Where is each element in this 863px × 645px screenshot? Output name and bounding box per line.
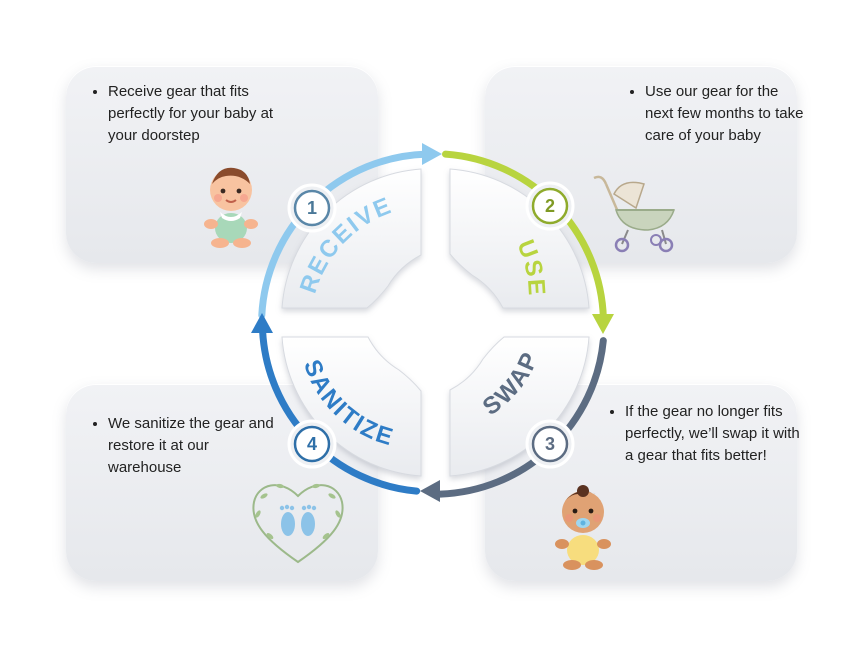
stroller-icon [593, 175, 676, 253]
step-description-use: Use our gear for the next few months to … [645, 81, 805, 147]
segment-use [449, 168, 590, 309]
step-description-receive: Receive gear that fits perfectly for you… [108, 81, 278, 147]
arrowhead-swap [420, 480, 440, 502]
heart-footprints-icon [252, 483, 344, 564]
step-number-4: 4 [307, 434, 317, 454]
step-badge-2: 2 [525, 181, 575, 231]
step-badge-4: 4 [287, 419, 337, 469]
baby-icon [204, 167, 258, 248]
segment-swap [449, 336, 590, 477]
step-number-1: 1 [307, 198, 317, 218]
step-number-2: 2 [545, 196, 555, 216]
step-badge-3: 3 [525, 419, 575, 469]
baby-pacifier-icon [555, 485, 611, 570]
segment-sanitize [281, 336, 422, 477]
segment-receive [281, 168, 422, 309]
arrowhead-sanitize [251, 313, 273, 333]
step-description-swap: If the gear no longer fits perfectly, we… [625, 401, 810, 467]
step-number-3: 3 [545, 434, 555, 454]
arrowhead-use [592, 314, 614, 334]
step-description-sanitize: We sanitize the gear and restore it at o… [108, 413, 283, 479]
step-badge-1: 1 [287, 183, 337, 233]
arrowhead-receive [422, 143, 442, 165]
